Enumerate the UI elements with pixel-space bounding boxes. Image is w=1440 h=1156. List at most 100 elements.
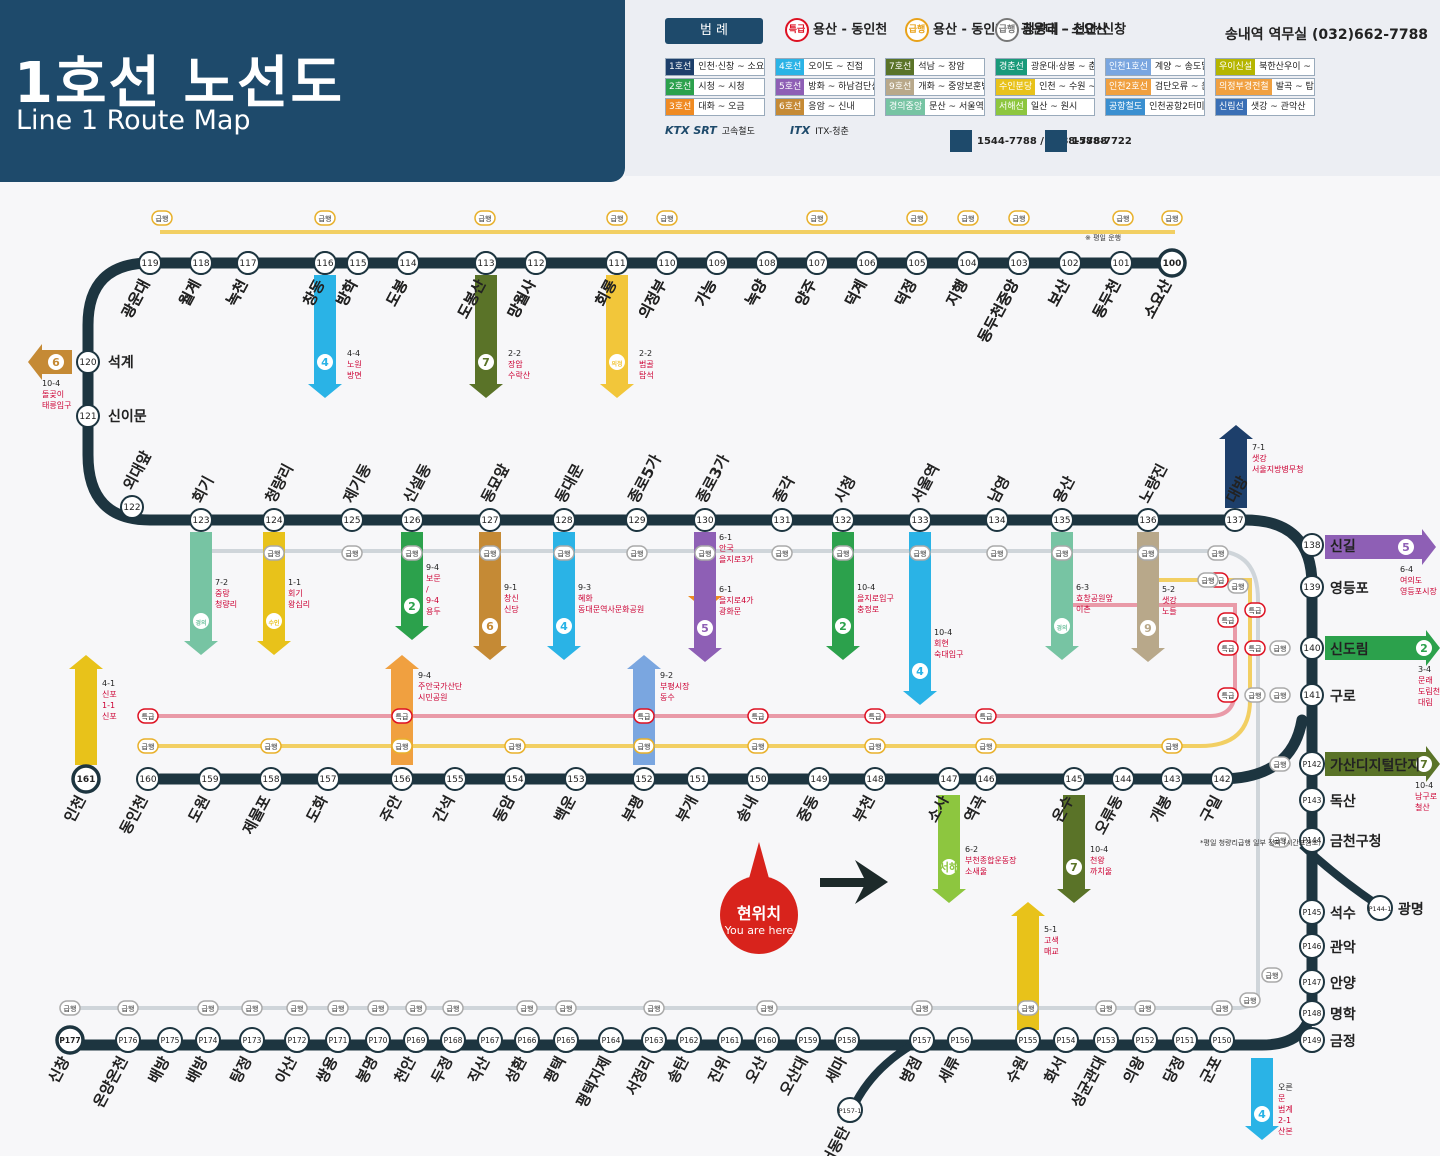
express-badge-label: 급행	[837, 549, 850, 558]
station-120: 120석계	[77, 351, 134, 373]
station-number: P157-1	[839, 1107, 862, 1115]
station-number: P155	[1019, 1036, 1038, 1045]
express-badge-label: 급행	[1249, 691, 1262, 700]
transfer-note-mid: 6-1안국을지로3가	[719, 533, 754, 564]
transfer-note-top: 2-2장암수락산	[508, 349, 531, 380]
transfer-note-line: 10-4	[857, 583, 875, 592]
express-badge-low-7: 급행	[976, 739, 996, 753]
station-name: 성환	[502, 1053, 531, 1086]
station-number: P168	[444, 1036, 463, 1045]
transfer-note-line: 창신	[504, 594, 519, 603]
transfer-line-badge: 4	[911, 662, 929, 680]
station-name: 주안	[377, 792, 406, 825]
transfer-note-line: 6-2	[965, 845, 978, 854]
station-name: 신창	[45, 1053, 74, 1086]
station-121: 121신이문	[77, 405, 147, 427]
station-name: 서동탄	[818, 1123, 853, 1156]
station-number: P165	[557, 1036, 576, 1045]
station-number: P157	[913, 1036, 932, 1045]
station-name: 시청	[831, 473, 860, 506]
station-P149: P149금정	[1300, 1028, 1356, 1052]
express-badge-label: 특급	[980, 713, 993, 721]
station-number: P174	[199, 1036, 218, 1045]
express-badge-top-4: 급행	[657, 211, 677, 225]
station-P175: P175배방	[145, 1028, 182, 1086]
express-badge-label: 특급	[638, 713, 651, 721]
station-name: 청량리	[262, 461, 297, 506]
transfer-note-line: 서울지방병무청	[1252, 464, 1304, 474]
transfer-note-mid: 6-3효창공원앞이촌	[1076, 583, 1113, 614]
station-P159: P159오산대	[776, 1028, 820, 1098]
station-name: 광명	[1398, 901, 1424, 918]
transfer-note-mid: 9-3혜화동대문역사문화공원	[578, 583, 644, 614]
line-number-label: 6	[52, 356, 60, 369]
transfer-note-line: 6-4	[1400, 565, 1413, 574]
station-name: 세마	[822, 1053, 851, 1086]
transfer-note-line: 10-4	[1415, 781, 1433, 790]
express-badge-low-0: 급행	[138, 739, 158, 753]
express-badge-bot-4: 급행	[287, 1001, 307, 1015]
station-number: 102	[1061, 259, 1078, 269]
transfer-note-line: 6-1	[719, 533, 732, 542]
station-P145: P145석수	[1300, 900, 1356, 924]
transfer-arrow-161	[69, 655, 103, 765]
express-badge-label: 급행	[869, 742, 882, 751]
express-badge-label: 급행	[319, 214, 332, 223]
express-badge-mid-4: 급행	[554, 546, 574, 560]
station-number: 126	[403, 516, 420, 526]
transfer-note-line: 2-2	[639, 349, 652, 358]
transfer-arrow-head	[1131, 648, 1165, 662]
express-badge-low-3: 급행	[505, 739, 525, 753]
transfer-arrow-head	[395, 626, 429, 640]
express-badge-label: 특급	[1222, 645, 1235, 653]
transfer-note-line: 신포	[102, 712, 117, 721]
station-name: 탕정	[227, 1053, 256, 1086]
express-badge-label: 급행	[268, 549, 281, 558]
transfer-line-badge: 7	[1065, 858, 1083, 876]
station-number: P153	[1097, 1036, 1116, 1045]
station-number: 110	[658, 259, 675, 269]
station-number: P172	[288, 1036, 307, 1045]
transfer-line-badge: 의정	[608, 353, 626, 371]
station-number: 125	[343, 516, 360, 526]
transfer-note-line: 9-3	[578, 583, 591, 592]
station-name: 녹양	[742, 276, 771, 309]
express-badge-label: 특급	[396, 713, 409, 721]
station-name: 배방	[183, 1053, 212, 1086]
express-badge-label: 급행	[1232, 582, 1245, 591]
station-name: 봉명	[353, 1053, 382, 1086]
station-P148: P148명학	[1300, 1001, 1356, 1025]
express-badge-mid-12: 급행	[1138, 546, 1158, 560]
transfer-line-badge: 4	[1253, 1105, 1271, 1123]
express-badge-label: 급행	[980, 742, 993, 751]
station-P152: P152의왕	[1120, 1028, 1157, 1086]
express-badge-mid-5: 급행	[627, 546, 647, 560]
station-name: 남영	[985, 473, 1014, 506]
station-name: 병점	[897, 1053, 926, 1086]
transfer-note-line: 소새울	[965, 867, 987, 876]
special-badge-low-4: 특급	[865, 709, 885, 723]
transfer-note-line: 9-2	[660, 671, 673, 680]
transfer-note-line: 범골	[639, 359, 654, 369]
station-name: 군포	[1197, 1053, 1226, 1086]
transfer-note-line: 9-4	[426, 596, 439, 605]
station-number: 131	[773, 516, 790, 526]
express-badge-right-12: 급행	[1240, 993, 1260, 1007]
transfer-note-line: 4-4	[347, 349, 360, 358]
express-badge-label: 급행	[484, 549, 497, 558]
timetable-note: *평일 청량리급행 일부 정차 (시간표참조)	[1200, 838, 1321, 847]
station-name: 종로3가	[693, 451, 733, 505]
line-number-label: 5	[1402, 541, 1410, 554]
transfer-line-badge: 2	[834, 617, 852, 635]
station-name: 덕정	[892, 276, 921, 309]
station-160: 160동인천	[116, 768, 159, 837]
station-P167: P167직산	[465, 1028, 502, 1086]
transfer-arrow-head	[903, 691, 937, 705]
station-name: 수원	[1003, 1053, 1032, 1086]
transfer-note-line: 탑석	[639, 370, 654, 380]
station-name: 종로5가	[625, 451, 665, 505]
express-badge-bot-17: 급행	[1212, 1001, 1232, 1015]
express-badge-right-9: 급행	[1270, 757, 1290, 771]
transfer-note-line: 샛강	[1162, 595, 1177, 605]
express-badge-top-9: 급행	[1113, 211, 1133, 225]
